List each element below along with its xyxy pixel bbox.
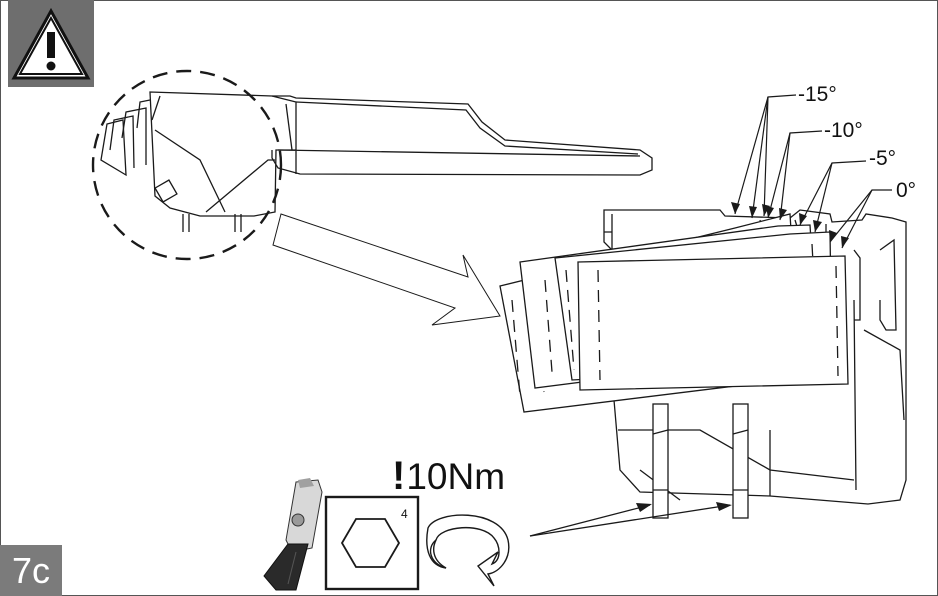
angle-label-minus5: -5° — [869, 147, 897, 170]
plate-zero — [577, 255, 849, 391]
tilt-assembly — [499, 209, 907, 519]
zoom-arrow — [272, 213, 501, 326]
angle-leaders — [734, 94, 892, 249]
torque-wrench-icon — [263, 478, 323, 591]
warning-icon — [11, 7, 91, 80]
step-badge: 7c — [0, 545, 62, 596]
hex-key-size: 4 — [401, 507, 408, 521]
angle-label-minus15: -15° — [798, 83, 837, 106]
torque-value: 10Nm — [406, 455, 506, 497]
hex-icon — [340, 518, 401, 568]
attention-mark: ! — [392, 454, 406, 498]
luminaire-side-view — [91, 69, 653, 261]
bolt-pointer-arrows — [529, 504, 731, 537]
torque-spec: ! 10Nm — [392, 456, 505, 496]
angle-label-zero: 0° — [896, 179, 917, 202]
angle-label-minus10: -10° — [824, 119, 863, 142]
detail-circle — [91, 69, 283, 261]
warning-box — [8, 0, 94, 87]
rotation-arrow-icon — [426, 514, 510, 587]
